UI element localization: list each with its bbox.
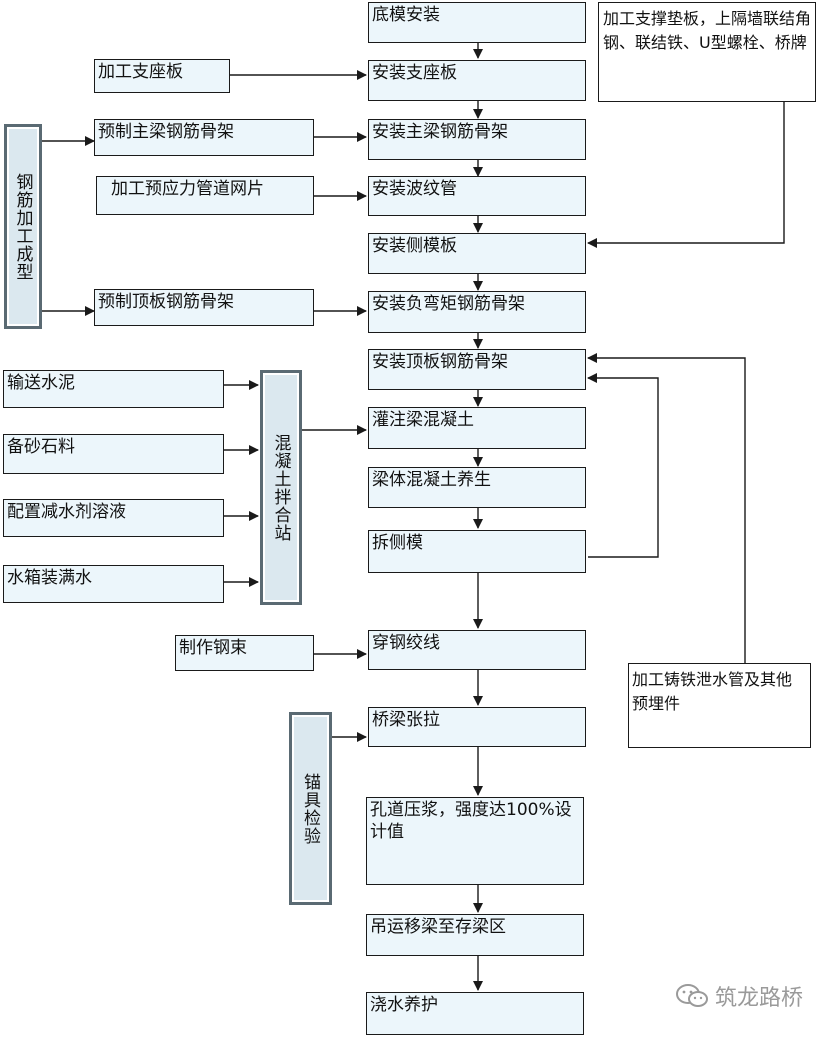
step-grouting: 孔道压浆，强度达100%设计值 [366, 797, 584, 885]
step-thread-strand: 穿钢绞线 [368, 630, 586, 670]
side-make-strand: 制作钢束 [175, 635, 314, 671]
step-lift-to-storage: 吊运移梁至存梁区 [366, 914, 584, 956]
side-main-cage: 预制主梁钢筋骨架 [94, 119, 314, 156]
step-install-top-cage: 安装顶板钢筋骨架 [368, 349, 586, 390]
side-aggregate: 备砂石料 [3, 434, 224, 474]
step-tensioning: 桥梁张拉 [368, 707, 586, 747]
side-cement: 输送水泥 [3, 370, 224, 408]
step-curing: 梁体混凝土养生 [368, 467, 586, 508]
step-bottom-formwork: 底模安装 [368, 2, 586, 43]
arrow-pads [587, 102, 785, 248]
station-mixing-label: 混凝土拌合站 [270, 433, 291, 542]
station-anchor-label: 锚具检验 [300, 772, 320, 845]
watermark: 筑龙路桥 [675, 980, 803, 1012]
station-mixing-plant: 混凝土拌合站 [260, 370, 302, 605]
side-duct-mesh: 加工预应力管道网片 [96, 176, 314, 215]
arrow-demould-loop [587, 373, 659, 558]
step-water-curing: 浇水养护 [366, 992, 584, 1035]
side-drain-pipes: 加工铸铁泄水管及其他预埋件 [628, 663, 811, 748]
station-rebar-label: 钢筋加工成型 [12, 172, 33, 281]
watermark-text: 筑龙路桥 [714, 986, 803, 1011]
step-pour-concrete: 灌注梁混凝土 [368, 407, 586, 449]
step-install-duct: 安装波纹管 [368, 176, 586, 216]
side-support-plate: 加工支座板 [94, 59, 230, 93]
step-install-support-plate: 安装支座板 [368, 60, 586, 101]
step-install-main-cage: 安装主梁钢筋骨架 [368, 119, 586, 160]
side-top-cage: 预制顶板钢筋骨架 [94, 289, 314, 326]
step-install-neg-cage: 安装负弯矩钢筋骨架 [368, 291, 586, 333]
step-install-side-form: 安装侧模板 [368, 233, 586, 274]
station-anchor-inspection: 锚具检验 [289, 712, 332, 905]
wechat-icon [675, 984, 708, 1007]
station-rebar-forming: 钢筋加工成型 [4, 124, 42, 329]
side-pads-fittings: 加工支撑垫板，上隔墙联结角钢、联结铁、U型螺栓、桥牌 [598, 2, 816, 102]
arrow-drain [587, 353, 746, 663]
side-admixture: 配置减水剂溶液 [3, 499, 224, 537]
step-remove-side-form: 拆侧模 [368, 530, 586, 573]
side-water-tank: 水箱装满水 [3, 565, 224, 603]
